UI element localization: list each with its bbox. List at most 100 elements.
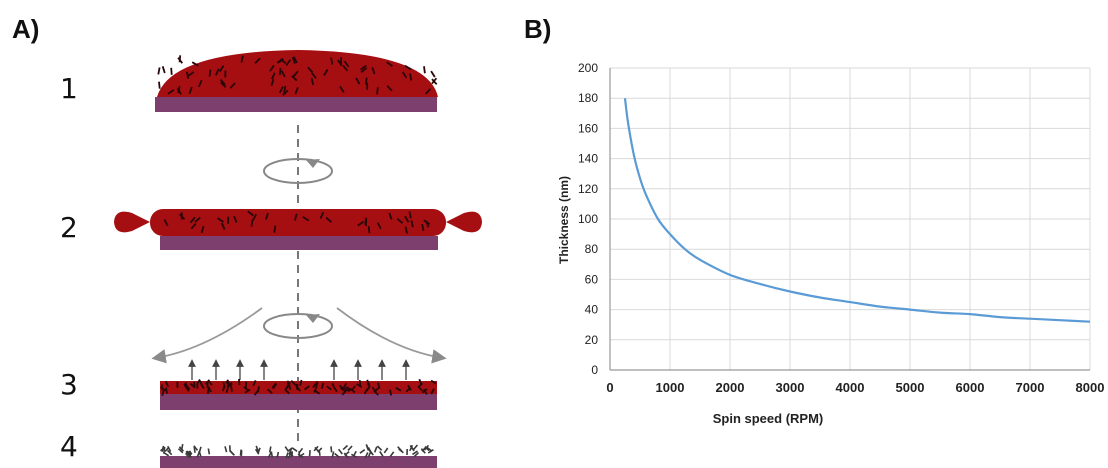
y-tick-label: 20 bbox=[585, 333, 599, 347]
particle-mark bbox=[404, 226, 409, 234]
particle-mark bbox=[179, 213, 186, 220]
solvent-outflow-arrow-right bbox=[336, 307, 447, 364]
particle-mark bbox=[270, 451, 274, 458]
particle-mark bbox=[255, 445, 260, 452]
particle-mark bbox=[233, 215, 238, 223]
particle-mark bbox=[222, 385, 226, 392]
substrate-3 bbox=[160, 394, 437, 410]
particle-mark bbox=[166, 449, 173, 456]
particle-mark bbox=[165, 387, 168, 394]
particle-mark bbox=[284, 446, 290, 453]
particle-mark bbox=[291, 75, 298, 82]
particle-mark bbox=[330, 446, 333, 453]
particle-mark bbox=[342, 64, 349, 72]
particle-mark bbox=[418, 378, 423, 386]
particle-mark bbox=[254, 57, 261, 64]
particle-mark bbox=[200, 382, 205, 390]
particle-mark bbox=[425, 88, 432, 95]
panel-a-spin-coating-diagram: A) 1 2 3 4 bbox=[0, 0, 520, 468]
particle-mark bbox=[431, 78, 438, 85]
particle-mark bbox=[313, 386, 318, 393]
particles-3 bbox=[160, 378, 437, 396]
particle-mark bbox=[157, 67, 161, 75]
y-tick-label: 120 bbox=[578, 182, 598, 196]
particle-mark bbox=[367, 381, 371, 388]
particle-mark bbox=[409, 73, 413, 81]
panel-b-label: B) bbox=[524, 14, 552, 44]
particle-mark bbox=[360, 64, 367, 71]
particle-mark bbox=[271, 72, 276, 80]
particle-mark bbox=[376, 445, 383, 451]
particle-mark bbox=[230, 385, 233, 392]
particle-mark bbox=[187, 452, 193, 458]
particle-mark bbox=[425, 220, 430, 228]
x-tick-label: 7000 bbox=[1016, 380, 1045, 395]
step-2-spin-up bbox=[114, 209, 482, 250]
particle-mark bbox=[307, 66, 314, 74]
panel-a-label: A) bbox=[12, 14, 40, 44]
particle-mark bbox=[342, 382, 347, 390]
particle-mark bbox=[310, 72, 317, 79]
thickness-curve bbox=[623, 98, 1091, 323]
chart-axes bbox=[609, 68, 1090, 371]
y-tick-label: 60 bbox=[585, 272, 599, 286]
particle-mark bbox=[334, 452, 340, 459]
particle-mark bbox=[303, 385, 310, 391]
particle-mark bbox=[422, 388, 428, 395]
particle-mark bbox=[395, 386, 402, 392]
x-tick-label: 1000 bbox=[656, 380, 685, 395]
particle-mark bbox=[272, 383, 278, 390]
particle-mark bbox=[295, 386, 302, 392]
particle-mark bbox=[161, 389, 165, 396]
x-tick-label: 2000 bbox=[716, 380, 745, 395]
particle-mark bbox=[229, 82, 236, 89]
x-tick-label: 4000 bbox=[836, 380, 865, 395]
particle-mark bbox=[330, 57, 334, 65]
particle-mark bbox=[312, 382, 318, 389]
particle-mark bbox=[430, 379, 437, 385]
particle-mark bbox=[288, 383, 292, 391]
particle-mark bbox=[225, 386, 229, 394]
particle-mark bbox=[365, 444, 370, 451]
particle-mark bbox=[285, 59, 292, 66]
particle-mark bbox=[325, 216, 333, 223]
particle-mark bbox=[337, 59, 343, 67]
particle-mark bbox=[164, 380, 170, 388]
particle-mark bbox=[389, 389, 393, 396]
particle-mark bbox=[177, 57, 184, 64]
particle-mark bbox=[320, 382, 325, 389]
particle-mark bbox=[200, 225, 205, 234]
particle-mark bbox=[208, 69, 212, 77]
particle-mark bbox=[410, 220, 414, 228]
particle-mark bbox=[161, 66, 166, 74]
particle-mark bbox=[276, 58, 284, 64]
particle-mark bbox=[386, 85, 393, 92]
particle-mark bbox=[347, 445, 353, 451]
y-tick-label: 140 bbox=[578, 152, 598, 166]
particle-mark bbox=[276, 451, 280, 459]
y-axis-label: Thickness (nm) bbox=[557, 176, 571, 264]
y-tick-label: 0 bbox=[591, 363, 598, 377]
particle-mark bbox=[197, 79, 203, 88]
particle-mark bbox=[190, 222, 197, 230]
particle-mark bbox=[163, 219, 169, 227]
particle-mark bbox=[239, 449, 242, 456]
particle-mark bbox=[193, 446, 196, 453]
particle-mark bbox=[420, 448, 426, 454]
particle-mark bbox=[294, 213, 298, 221]
particle-mark bbox=[254, 448, 260, 455]
particle-mark bbox=[386, 61, 393, 67]
particle-mark bbox=[189, 216, 196, 224]
particle-mark bbox=[368, 449, 374, 456]
particle-mark bbox=[363, 388, 369, 395]
particle-mark bbox=[191, 61, 199, 67]
particle-mark bbox=[412, 450, 418, 456]
particle-mark bbox=[252, 380, 257, 387]
particle-mark bbox=[252, 213, 257, 221]
particle-mark bbox=[355, 77, 361, 85]
step-1-deposition bbox=[155, 50, 438, 112]
